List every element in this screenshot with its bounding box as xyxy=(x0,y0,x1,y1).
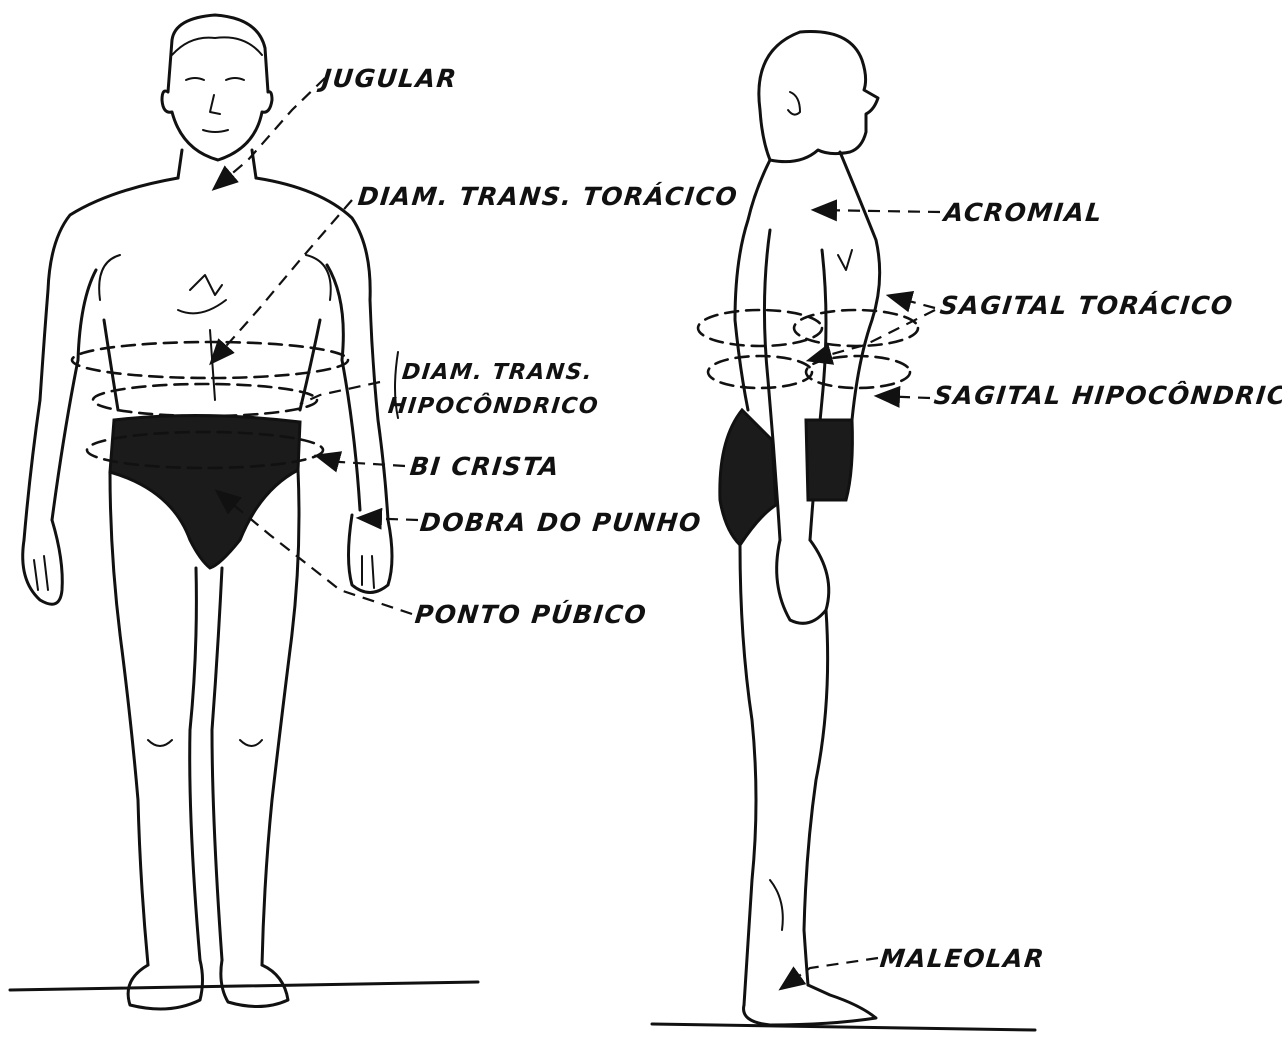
label-bi-crista: BI CRISTA xyxy=(409,454,562,479)
label-ponto-pubico: PONTO PÚBICO xyxy=(414,602,649,627)
label-sagital-toracico: SAGITAL TORÁCICO xyxy=(939,293,1235,318)
label-diam-trans-toracico: DIAM. TRANS. TORÁCICO xyxy=(357,184,740,209)
front-figure xyxy=(10,15,478,1009)
label-sagital-hipocondrico: SAGITAL HIPOCÔNDRICO xyxy=(933,383,1282,408)
label-dobra-do-punho: DOBRA DO PUNHO xyxy=(419,510,703,535)
label-maleolar: MALEOLAR xyxy=(879,946,1047,971)
label-jugular: JUGULAR xyxy=(321,66,459,91)
label-acromial: ACROMIAL xyxy=(943,200,1105,225)
label-hipocondrico: HIPOCÔNDRICO xyxy=(387,396,600,418)
label-diam-trans: DIAM. TRANS. xyxy=(401,362,594,384)
